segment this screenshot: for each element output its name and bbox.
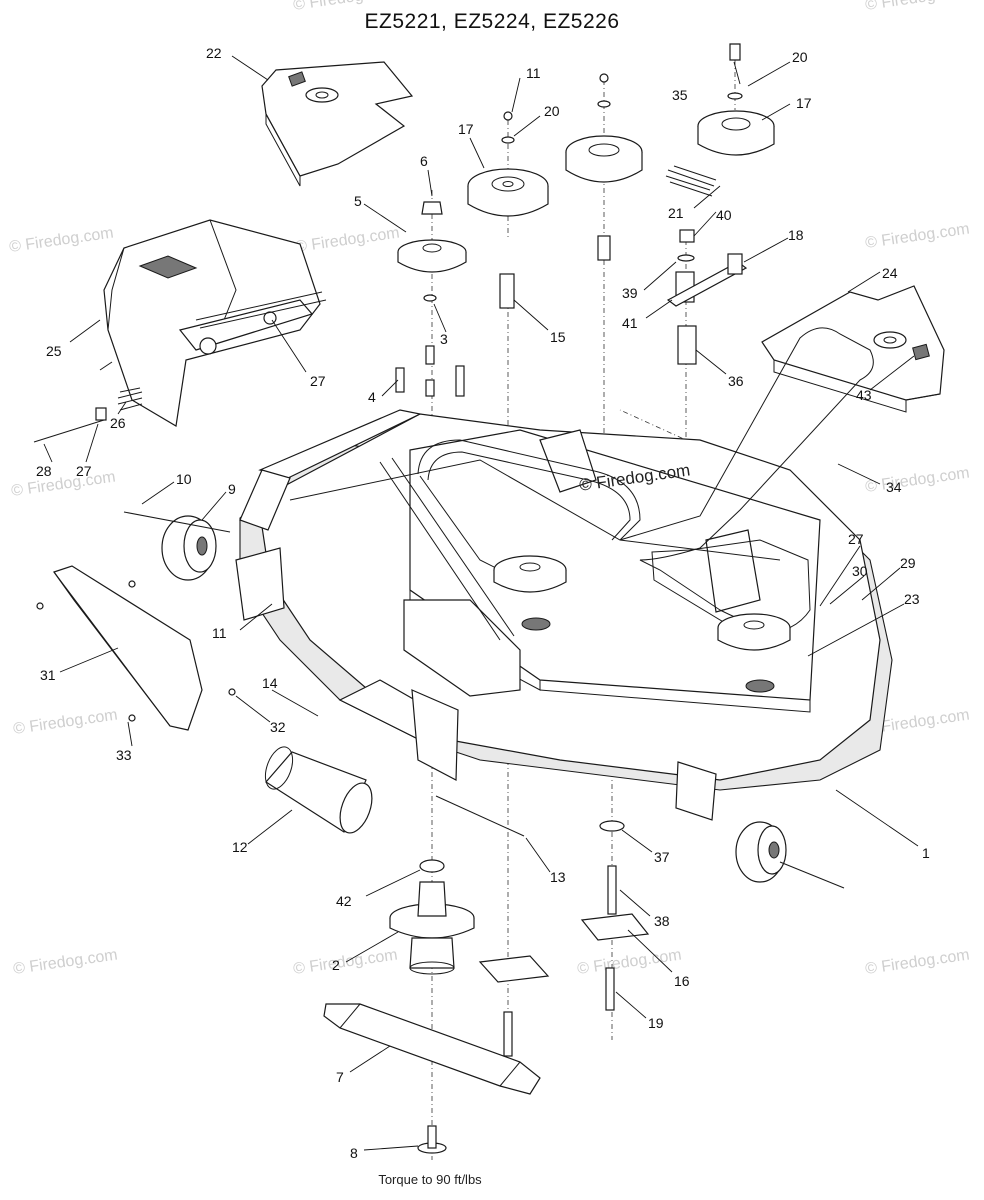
watermark: © Firedog.com bbox=[12, 706, 118, 737]
watermark: © Firedog.com bbox=[8, 224, 114, 255]
watermark: © Firedog.com bbox=[10, 468, 116, 499]
callout-32: 32 bbox=[270, 719, 286, 735]
callout-28: 28 bbox=[36, 463, 52, 479]
gauge-wheels bbox=[123, 511, 845, 889]
callout-6: 6 bbox=[420, 153, 428, 169]
diagram-title: EZ5221, EZ5224, EZ5226 bbox=[364, 10, 620, 33]
callout-19: 19 bbox=[648, 1015, 664, 1031]
watermark: © Firedog.com bbox=[864, 220, 970, 251]
callout-9: 9 bbox=[228, 481, 236, 497]
callout-39: 39 bbox=[622, 285, 638, 301]
callout-27: 27 bbox=[310, 373, 326, 389]
callout-11: 11 bbox=[212, 625, 227, 641]
callout-41: 41 bbox=[622, 315, 638, 331]
callout-7: 7 bbox=[336, 1069, 344, 1085]
callout-15: 15 bbox=[550, 329, 566, 345]
belt-shield-right bbox=[761, 285, 945, 413]
callout-31: 31 bbox=[40, 667, 56, 683]
mower-deck bbox=[235, 409, 893, 821]
mower-blade bbox=[323, 1003, 541, 1154]
chute-hardware bbox=[33, 291, 327, 443]
callout-1: 1 bbox=[922, 845, 930, 861]
callout-10: 10 bbox=[176, 471, 192, 487]
callout-18: 18 bbox=[788, 227, 804, 243]
callout-37: 37 bbox=[654, 849, 670, 865]
callout-17: 17 bbox=[796, 95, 812, 111]
callout-43: 43 bbox=[856, 387, 872, 403]
callout-13: 13 bbox=[550, 869, 566, 885]
side-deflector bbox=[36, 565, 236, 731]
belt-shield-left bbox=[261, 61, 414, 187]
deck-hardware bbox=[478, 820, 650, 1057]
callout-20: 20 bbox=[792, 49, 808, 65]
watermark: © Firedog.com bbox=[292, 946, 398, 977]
callout-42: 42 bbox=[336, 893, 352, 909]
part-callouts: 22 5 6 11 20 17 20 35 17 21 40 18 3 15 3… bbox=[36, 45, 930, 1161]
callout-36: 36 bbox=[728, 373, 744, 389]
callout-17: 17 bbox=[458, 121, 474, 137]
watermark: © Firedog.com bbox=[292, 0, 398, 14]
watermark: © Firedog.com bbox=[12, 946, 118, 977]
callout-11: 11 bbox=[526, 65, 541, 81]
watermark: © Firedog.com bbox=[576, 946, 682, 977]
callout-33: 33 bbox=[116, 747, 132, 763]
callout-2: 2 bbox=[332, 957, 340, 973]
deck-pulleys bbox=[493, 555, 791, 693]
discharge-chute bbox=[103, 219, 321, 427]
pulleys bbox=[397, 110, 775, 273]
callout-16: 16 bbox=[674, 973, 690, 989]
callout-30: 30 bbox=[852, 563, 868, 579]
watermark: © Firedog.com bbox=[864, 464, 970, 495]
callout-35: 35 bbox=[672, 87, 688, 103]
callout-3: 3 bbox=[440, 331, 448, 347]
callout-8: 8 bbox=[350, 1145, 358, 1161]
callout-25: 25 bbox=[46, 343, 62, 359]
callout-22: 22 bbox=[206, 45, 222, 61]
watermark: © Firedog.com bbox=[294, 224, 400, 255]
callout-26: 26 bbox=[110, 415, 126, 431]
top-hardware bbox=[395, 43, 748, 397]
callout-12: 12 bbox=[232, 839, 248, 855]
callout-5: 5 bbox=[354, 193, 362, 209]
anti-scalp-roller bbox=[264, 746, 525, 837]
callout-29: 29 bbox=[900, 555, 916, 571]
callout-34: 34 bbox=[886, 479, 902, 495]
callout-40: 40 bbox=[716, 207, 732, 223]
leader-lines bbox=[43, 55, 919, 1151]
callout-27: 27 bbox=[76, 463, 92, 479]
watermark: © Firedog.com bbox=[864, 0, 970, 14]
spindle-assembly bbox=[389, 859, 475, 975]
callout-4: 4 bbox=[368, 389, 376, 405]
callout-27: 27 bbox=[848, 531, 864, 547]
watermark: © Firedog.com bbox=[864, 946, 970, 977]
callout-21: 21 bbox=[668, 205, 684, 221]
torque-note: Torque to 90 ft/lbs bbox=[378, 1172, 482, 1187]
callout-14: 14 bbox=[262, 675, 278, 691]
callout-24: 24 bbox=[882, 265, 898, 281]
callout-20: 20 bbox=[544, 103, 560, 119]
callout-23: 23 bbox=[904, 591, 920, 607]
callout-38: 38 bbox=[654, 913, 670, 929]
